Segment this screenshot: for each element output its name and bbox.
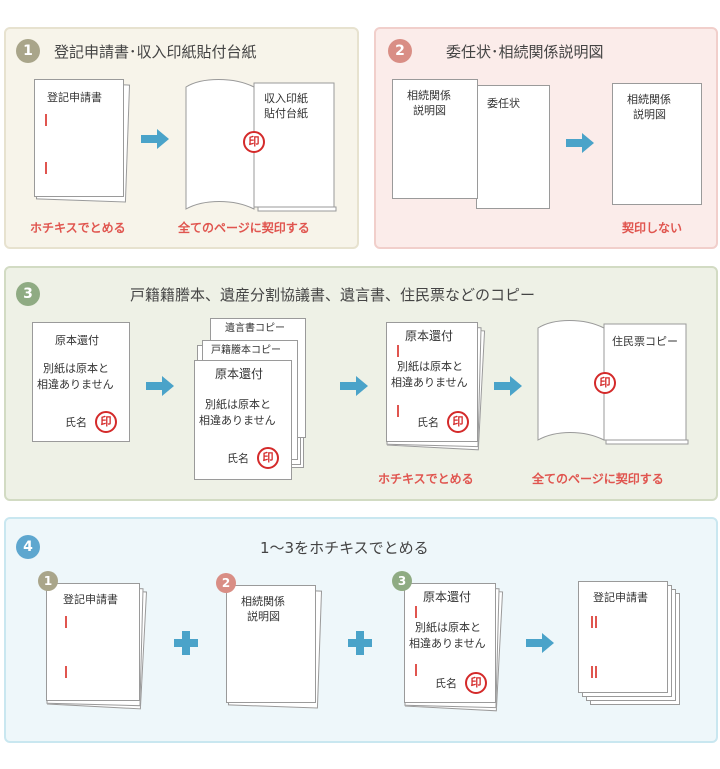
name-field-label: 氏名 bbox=[417, 416, 439, 429]
staple-mark bbox=[591, 616, 593, 628]
inheritance-chart-doc: 相続関係 説明図 bbox=[392, 79, 478, 199]
item1-number-badge: 1 bbox=[38, 571, 58, 591]
item2-number-badge: 2 bbox=[216, 573, 236, 593]
staple-mark bbox=[45, 162, 47, 174]
staple-instruction-label: ホチキスでとめる bbox=[378, 472, 474, 486]
seal-icon: 印 bbox=[465, 672, 487, 694]
will-copy-label: 遺言書コピー bbox=[225, 323, 285, 334]
inheritance-chart-label-line1: 相続関係 bbox=[407, 89, 451, 102]
staple-mark bbox=[595, 616, 597, 628]
original-return-note-doc: 原本還付 別紙は原本と 相違ありません 氏名 印 bbox=[32, 322, 130, 442]
original-return-bundle-doc: 原本還付 別紙は原本と 相違ありません 氏名 印 bbox=[404, 583, 496, 703]
seal-icon: 印 bbox=[594, 372, 616, 394]
application-form-label: 登記申請書 bbox=[47, 91, 102, 104]
family-register-copy-label: 戸籍謄本コピー bbox=[211, 345, 281, 356]
original-return-note-line2: 相違ありません bbox=[391, 376, 468, 389]
staple-mark bbox=[65, 666, 67, 678]
power-of-attorney-label: 委任状 bbox=[487, 97, 520, 110]
arrow-right-icon bbox=[141, 129, 169, 149]
step1-title: 登記申請書･収入印紙貼付台紙 bbox=[54, 43, 257, 61]
staple-mark bbox=[415, 664, 417, 676]
seal-icon: 印 bbox=[447, 411, 469, 433]
application-form-label: 登記申請書 bbox=[63, 593, 118, 606]
staple-mark bbox=[45, 114, 47, 126]
step3-title: 戸籍籍謄本、遺産分割協議書、遺言書、住民票などのコピー bbox=[130, 286, 536, 304]
staple-mark bbox=[415, 606, 417, 618]
final-stapled-bundle-doc: 登記申請書 bbox=[578, 581, 668, 693]
arrow-right-icon bbox=[566, 133, 594, 153]
result-doc-label: 登記申請書 bbox=[593, 591, 648, 604]
result-chart-label-line1: 相続関係 bbox=[627, 93, 671, 106]
stamp-mount-label-line2: 貼付台紙 bbox=[264, 107, 308, 120]
original-return-note-line1: 別紙は原本と bbox=[397, 360, 463, 373]
stapled-original-return-doc: 原本還付 別紙は原本と 相違ありません 氏名 印 bbox=[386, 322, 478, 442]
step1-panel: 1 登記申請書･収入印紙貼付台紙 登記申請書 収入印紙 貼付台紙 印 ホチキスで… bbox=[4, 27, 359, 249]
seal-icon: 印 bbox=[95, 411, 117, 433]
original-return-front-doc: 原本還付 別紙は原本と 相違ありません 氏名 印 bbox=[194, 360, 292, 480]
plus-icon bbox=[174, 631, 198, 655]
open-booklet-doc bbox=[185, 79, 337, 212]
name-field-label: 氏名 bbox=[435, 677, 457, 690]
arrow-right-icon bbox=[494, 376, 522, 396]
power-of-attorney-doc: 委任状 bbox=[476, 85, 550, 209]
staple-instruction-label: ホチキスでとめる bbox=[30, 221, 126, 235]
step4-title: 1〜3をホチキスでとめる bbox=[260, 539, 429, 557]
seal-icon: 印 bbox=[257, 447, 279, 469]
staple-mark bbox=[595, 666, 597, 678]
step2-number-badge: 2 bbox=[388, 39, 412, 63]
application-form-doc: 登記申請書 bbox=[34, 79, 124, 197]
arrow-right-icon bbox=[526, 633, 554, 653]
step4-panel: 4 1〜3をホチキスでとめる 登記申請書 1 相続関係 説明図 2 原本還付 別… bbox=[4, 517, 718, 743]
original-return-note-line2: 相違ありません bbox=[409, 637, 486, 650]
open-booklet-doc bbox=[537, 320, 689, 445]
step3-panel: 3 戸籍籍謄本、遺産分割協議書、遺言書、住民票などのコピー 原本還付 別紙は原本… bbox=[4, 266, 718, 501]
plus-icon bbox=[348, 631, 372, 655]
stamp-mount-label-line1: 収入印紙 bbox=[264, 92, 308, 105]
step2-panel: 2 委任状･相続関係説明図 委任状 相続関係 説明図 相続関係 説明図 契印しな… bbox=[374, 27, 718, 249]
inheritance-chart-label-line2: 説明図 bbox=[247, 610, 280, 623]
step3-number-badge: 3 bbox=[16, 282, 40, 306]
step2-title: 委任状･相続関係説明図 bbox=[446, 43, 604, 61]
staple-mark bbox=[397, 345, 399, 357]
result-chart-label-line2: 説明図 bbox=[633, 108, 666, 121]
staple-mark bbox=[591, 666, 593, 678]
original-return-note-line1: 別紙は原本と bbox=[205, 398, 271, 411]
inheritance-chart-result-doc: 相続関係 説明図 bbox=[612, 83, 702, 205]
arrow-right-icon bbox=[146, 376, 174, 396]
seal-all-pages-label: 全てのページに契印する bbox=[532, 472, 664, 486]
seal-icon: 印 bbox=[243, 131, 265, 153]
original-return-note-line1: 別紙は原本と bbox=[43, 362, 109, 375]
name-field-label: 氏名 bbox=[227, 452, 249, 465]
original-return-note-line2: 相違ありません bbox=[37, 378, 114, 391]
arrow-right-icon bbox=[340, 376, 368, 396]
original-return-title: 原本還付 bbox=[405, 329, 454, 343]
original-return-note-line2: 相違ありません bbox=[199, 414, 276, 427]
name-field-label: 氏名 bbox=[65, 416, 87, 429]
no-seal-label: 契印しない bbox=[622, 221, 683, 235]
item3-number-badge: 3 bbox=[392, 571, 412, 591]
inheritance-chart-bundle-doc: 相続関係 説明図 bbox=[226, 585, 316, 703]
step4-number-badge: 4 bbox=[16, 535, 40, 559]
application-form-bundle-doc: 登記申請書 bbox=[46, 583, 140, 701]
staple-mark bbox=[65, 616, 67, 628]
step1-number-badge: 1 bbox=[16, 39, 40, 63]
original-return-note-line1: 別紙は原本と bbox=[415, 621, 481, 634]
inheritance-chart-label-line2: 説明図 bbox=[413, 104, 446, 117]
seal-all-pages-label: 全てのページに契印する bbox=[178, 221, 310, 235]
original-return-title: 原本還付 bbox=[215, 367, 264, 381]
original-return-title: 原本還付 bbox=[55, 334, 99, 347]
staple-mark bbox=[397, 405, 399, 417]
resident-copy-label: 住民票コピー bbox=[612, 335, 678, 348]
inheritance-chart-label-line1: 相続関係 bbox=[241, 595, 285, 608]
original-return-title: 原本還付 bbox=[423, 590, 472, 604]
